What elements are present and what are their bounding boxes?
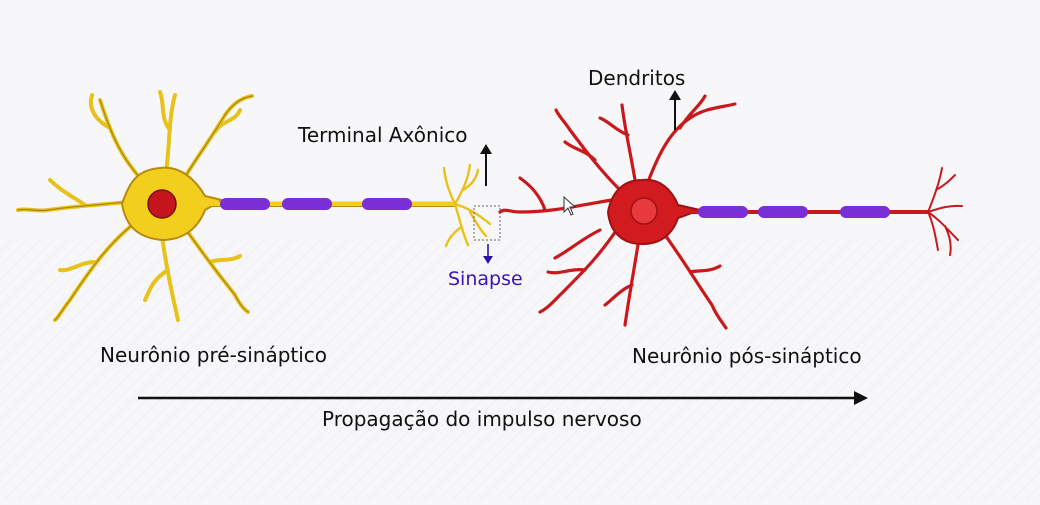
postsynaptic-nucleus [630,197,658,225]
postsynaptic-myelin-sheath [698,206,748,218]
postsynaptic-axon-terminal [927,167,963,256]
arrow-down-icon [483,244,493,264]
axon-terminal [442,163,492,248]
presynaptic-myelin-sheath [220,198,270,210]
presynaptic-nucleus [147,189,177,219]
arrow-right-icon [138,391,868,405]
background-texture [0,240,1040,500]
label-terminal-axonico: Terminal Axônico [298,123,468,147]
mouse-pointer-icon [563,196,577,216]
postsynaptic-neuron [498,94,963,330]
presynaptic-neuron [16,90,492,322]
label-neuronio-pos-sinaptico: Neurônio pós-sináptico [632,344,862,368]
presynaptic-myelin-sheath [362,198,412,210]
label-propagacao: Propagação do impulso nervoso [322,407,642,431]
postsynaptic-dendrites [498,94,737,330]
label-neuronio-pre-sinaptico: Neurônio pré-sináptico [100,343,328,367]
arrow-up-icon [669,90,681,130]
arrow-up-icon [480,144,492,186]
postsynaptic-myelin-sheath [758,206,808,218]
synapse-highlight-box [473,205,501,241]
postsynaptic-myelin-sheath [840,206,890,218]
label-sinapse: Sinapse [448,268,523,290]
label-dendritos: Dendritos [588,66,686,90]
presynaptic-dendrite-outline [17,95,253,321]
presynaptic-myelin-sheath [282,198,332,210]
